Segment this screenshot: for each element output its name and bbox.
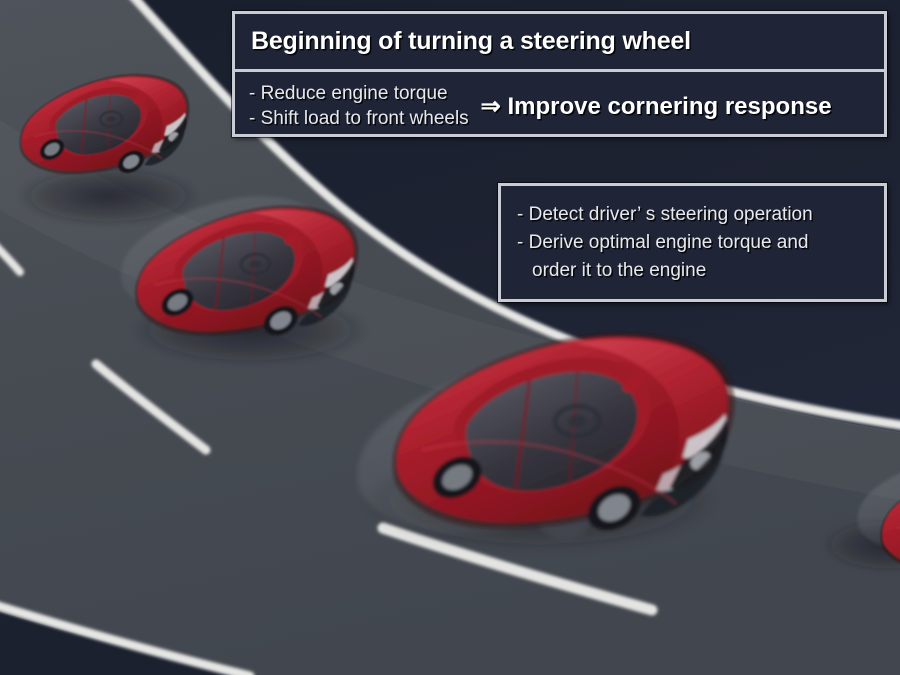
main-bullet-list: - Reduce engine torque - Shift load to f… bbox=[249, 82, 469, 131]
bullet-item-continuation: order it to the engine bbox=[532, 260, 707, 281]
main-callout-panel: Beginning of turning a steering wheel - … bbox=[232, 11, 887, 137]
lane-dash bbox=[0, 244, 24, 276]
lane-dash bbox=[91, 359, 211, 455]
page-title: Beginning of turning a steering wheel bbox=[251, 27, 691, 55]
side-bullet-list: - Detect driver’ s steering operation - … bbox=[501, 186, 884, 299]
lane-dash bbox=[377, 522, 658, 616]
car-rear-most bbox=[14, 68, 200, 226]
car-foreground bbox=[357, 329, 739, 552]
bullet-item: - Shift load to front wheels bbox=[249, 107, 469, 129]
side-callout-panel: - Detect driver’ s steering operation - … bbox=[498, 183, 887, 302]
lane-dashes bbox=[0, 244, 658, 616]
conclusion-text: ⇒ Improve cornering response bbox=[480, 92, 832, 120]
panel-body: - Reduce engine torque - Shift load to f… bbox=[235, 72, 884, 134]
bullet-item: - Reduce engine torque bbox=[249, 82, 448, 104]
bullet-item: - Derive optimal engine torque and bbox=[517, 232, 809, 253]
car-second bbox=[120, 196, 370, 366]
car-shadow bbox=[16, 166, 200, 226]
bullet-item: - Detect driver’ s steering operation bbox=[517, 204, 813, 225]
panel-title-row: Beginning of turning a steering wheel bbox=[235, 14, 884, 72]
road-edge-line-outer bbox=[0, 601, 255, 675]
car-right-edge bbox=[820, 454, 900, 584]
